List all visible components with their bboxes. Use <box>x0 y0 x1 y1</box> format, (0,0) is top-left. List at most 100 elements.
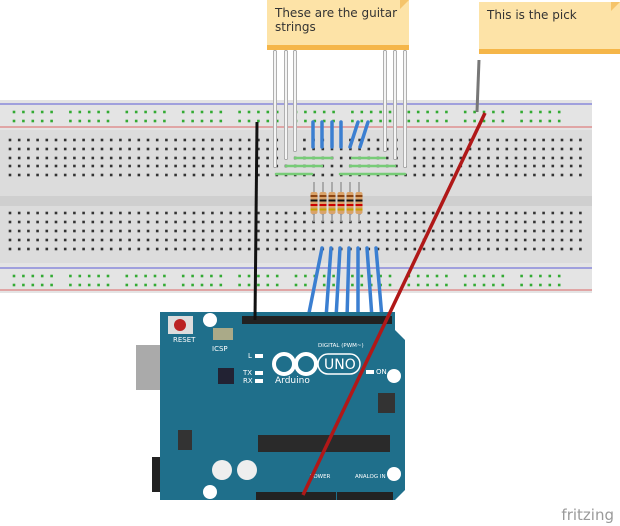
breadboard-hole <box>128 220 131 224</box>
breadboard-hole <box>174 229 177 233</box>
breadboard-hole <box>275 283 279 287</box>
breadboard-hole <box>360 110 364 114</box>
breadboard-hole <box>501 119 505 123</box>
breadboard-hole <box>210 110 213 114</box>
breadboard-hole <box>445 274 448 278</box>
note-pick[interactable]: This is the pick <box>479 2 620 54</box>
breadboard-hole <box>303 147 306 151</box>
breadboard-hole <box>551 220 555 224</box>
breadboard-hole <box>542 229 545 233</box>
breadboard-hole <box>183 229 187 233</box>
breadboard-hole <box>183 147 187 151</box>
breadboard-hole <box>312 173 315 177</box>
breadboard-hole <box>266 274 270 278</box>
breadboard-hole <box>569 173 573 177</box>
breadboard-hole <box>441 247 444 251</box>
breadboard-hole <box>146 238 150 242</box>
breadboard-hole <box>539 110 542 114</box>
breadboard-hole <box>73 173 76 177</box>
breadboard-hole <box>82 220 85 224</box>
breadboard-hole <box>339 238 343 242</box>
breadboard-hole <box>459 156 463 160</box>
breadboard-hole <box>155 211 159 215</box>
breadboard-hole <box>63 238 67 242</box>
breadboard-hole <box>134 274 138 278</box>
breadboard-hole <box>431 211 435 215</box>
breadboard-hole <box>468 164 472 168</box>
breadboard-hole <box>137 229 141 233</box>
breadboard-hole <box>313 119 317 123</box>
breadboard-hole <box>165 220 168 224</box>
breadboard-hole <box>551 138 555 142</box>
breadboard-hole <box>73 211 76 215</box>
breadboard-hole <box>404 211 407 215</box>
breadboard-hole <box>477 173 481 177</box>
breadboard-hole <box>514 229 518 233</box>
breadboard-hole <box>560 147 564 151</box>
breadboard-hole <box>284 238 288 242</box>
breadboard-hole <box>542 238 545 242</box>
breadboard-hole <box>257 147 260 151</box>
breadboard-hole <box>82 211 85 215</box>
breadboard-hole <box>50 110 53 114</box>
breadboard-hole <box>106 283 110 287</box>
breadboard-hole <box>211 238 214 242</box>
breadboard-hole <box>247 229 251 233</box>
breadboard-hole <box>229 147 233 151</box>
breadboard-hole <box>435 274 439 278</box>
breadboard-hole <box>395 164 398 168</box>
breadboard-hole <box>514 220 518 224</box>
breadboard-hole <box>413 220 417 224</box>
breadboard-hole <box>367 211 371 215</box>
breadboard-hole <box>257 274 260 278</box>
breadboard-hole <box>514 156 518 160</box>
breadboard-hole <box>505 138 509 142</box>
breadboard-hole <box>87 119 91 123</box>
breadboard-hole <box>165 164 168 168</box>
breadboard-hole <box>69 283 72 287</box>
breadboard-hole <box>435 283 439 287</box>
breadboard-hole <box>501 274 505 278</box>
breadboard-hole <box>523 147 527 151</box>
breadboard-hole <box>505 147 509 151</box>
breadboard-hole <box>520 119 523 123</box>
breadboard-hole <box>229 229 233 233</box>
breadboard-hole <box>91 247 95 251</box>
breadboard-hole <box>174 147 177 151</box>
breadboard-hole <box>505 220 509 224</box>
breadboard-hole <box>266 247 269 251</box>
breadboard-hole <box>45 173 49 177</box>
breadboard-hole <box>220 247 223 251</box>
breadboard-hole <box>144 110 147 114</box>
breadboard-hole <box>385 247 389 251</box>
breadboard-hole <box>27 247 30 251</box>
breadboard-hole <box>183 164 187 168</box>
note-guitar-strings[interactable]: These are the guitar strings <box>267 0 409 50</box>
breadboard-hole <box>416 110 420 114</box>
breadboard-hole <box>87 283 91 287</box>
breadboard-hole <box>27 156 30 160</box>
breadboard-hole <box>45 229 49 233</box>
breadboard-hole <box>322 274 326 278</box>
breadboard-hole <box>50 283 53 287</box>
breadboard-hole <box>431 229 435 233</box>
breadboard-hole <box>238 274 241 278</box>
breadboard-hole <box>82 247 85 251</box>
breadboard-hole <box>155 220 159 224</box>
breadboard-hole <box>229 211 233 215</box>
breadboard-hole <box>275 229 279 233</box>
breadboard-hole <box>211 156 214 160</box>
breadboard-hole <box>63 164 67 168</box>
breadboard-hole <box>284 211 288 215</box>
breadboard-hole <box>17 164 21 168</box>
breadboard-hole <box>385 211 389 215</box>
breadboard-hole <box>91 138 95 142</box>
breadboard-hole <box>247 173 251 177</box>
breadboard-hole <box>146 247 150 251</box>
breadboard-hole <box>220 220 223 224</box>
breadboard-hole <box>238 173 242 177</box>
breadboard-hole <box>551 247 555 251</box>
breadboard-hole <box>211 211 214 215</box>
breadboard-hole <box>27 229 30 233</box>
breadboard-hole <box>445 110 448 114</box>
